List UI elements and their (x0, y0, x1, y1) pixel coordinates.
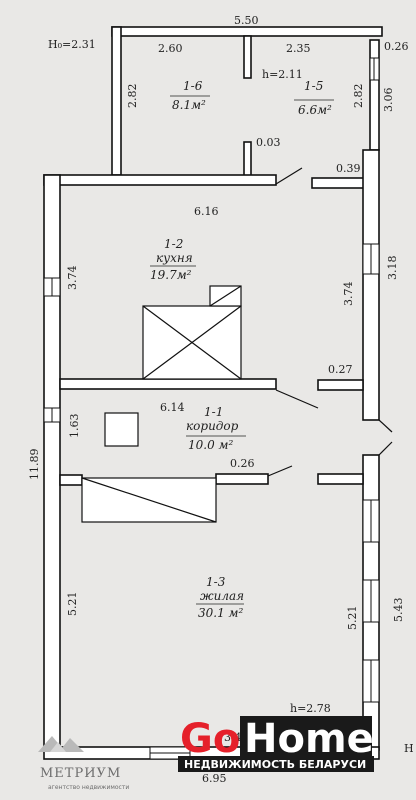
metrium-name: МЕТРИУМ (40, 766, 121, 781)
door-lines (267, 167, 393, 477)
room-1-3-name: жилая (200, 589, 244, 603)
dim-bottom-partial: 3.4 (224, 731, 242, 744)
room-1-1-code: 1-1 (204, 405, 223, 419)
room-1-6-area: 8.1м² (172, 98, 206, 112)
dim-2-35: 2.35 (286, 42, 311, 55)
metrium-logo (38, 736, 84, 752)
dim-top-total: 5.50 (234, 14, 259, 27)
room-1-1-name: коридор (186, 419, 239, 433)
room-1-3-area: 30.1 м² (198, 606, 243, 620)
room-1-1-area: 10.0 м² (188, 438, 233, 452)
gohome-home: Home (244, 716, 374, 762)
dim-0-39: 0.39 (336, 162, 361, 175)
dim-right-2-82: 2.82 (352, 84, 365, 109)
room-1-2-area: 19.7м² (150, 268, 192, 282)
stove (142, 285, 242, 380)
gohome-tagline: НЕДВИЖИМОСТЬ БЕЛАРУСИ (184, 758, 366, 771)
dim-6-14: 6.14 (160, 401, 185, 414)
h-room-3: h=2.78 (290, 702, 331, 715)
chimney (104, 412, 139, 447)
walls (43, 26, 383, 760)
dim-h-edge: H (404, 742, 414, 755)
oven (81, 477, 217, 523)
dim-right-3-74: 3.74 (342, 282, 355, 307)
h0-label: H₀=2.31 (48, 38, 96, 51)
dim-right-5-43: 5.43 (392, 598, 405, 623)
windows (43, 57, 380, 760)
metrium-sub: агентство недвижимости (48, 784, 129, 791)
dim-outer-11-89: 11.89 (28, 449, 41, 481)
dim-left-3-74: 3.74 (66, 266, 79, 291)
room-1-2-name: кухня (156, 251, 193, 265)
dim-left-5-21: 5.21 (66, 592, 79, 617)
dim-2-60: 2.60 (158, 42, 183, 55)
dim-0-26-lower: 0.26 (230, 457, 255, 470)
gohome-logo (178, 716, 374, 772)
dim-0-03: 0.03 (256, 136, 281, 149)
dim-right-3-06: 3.06 (382, 88, 395, 113)
dim-right-3-18: 3.18 (386, 256, 399, 281)
dim-right-5-21: 5.21 (346, 606, 359, 631)
room-1-3-code: 1-3 (206, 575, 226, 589)
room-1-6-code: 1-6 (183, 79, 203, 93)
dim-left-1-63: 1.63 (68, 414, 81, 439)
h-rooms-5-6: h=2.11 (262, 68, 303, 81)
room-1-5-code: 1-5 (304, 79, 323, 93)
dim-0-27: 0.27 (328, 363, 353, 376)
dim-bottom-6-95: 6.95 (202, 772, 227, 785)
gohome-go: Go (180, 716, 240, 762)
dim-6-16: 6.16 (194, 205, 219, 218)
dim-left-2-82: 2.82 (126, 84, 139, 109)
dim-0-26: 0.26 (384, 40, 409, 53)
room-1-5-area: 6.6м² (298, 103, 332, 117)
room-1-2-code: 1-2 (164, 237, 183, 251)
